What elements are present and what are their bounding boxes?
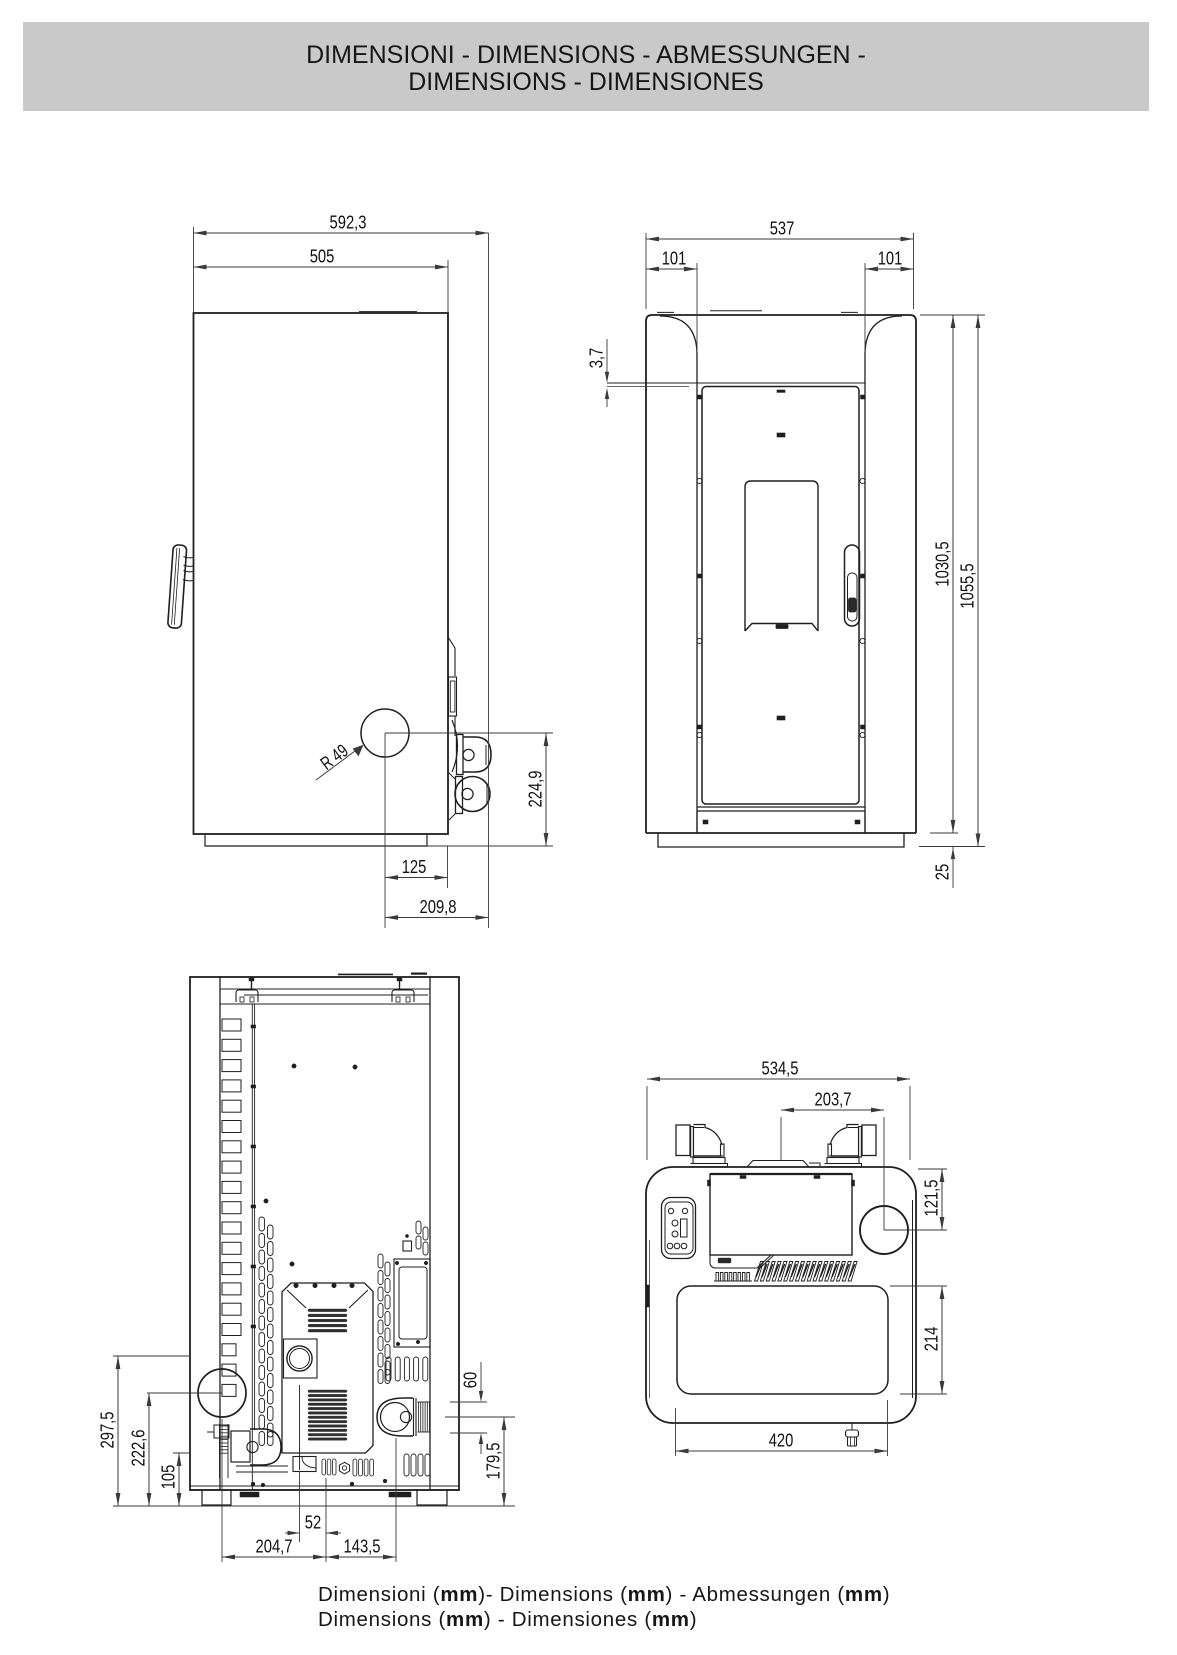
- svg-text:297,5: 297,5: [97, 1412, 118, 1449]
- svg-text:179,5: 179,5: [483, 1443, 504, 1480]
- svg-text:420: 420: [769, 1430, 794, 1451]
- svg-text:Dimensions (mm) - Dimensiones: Dimensions (mm) - Dimensiones (mm): [318, 1608, 697, 1631]
- svg-text:209,8: 209,8: [420, 896, 457, 917]
- svg-text:203,7: 203,7: [815, 1089, 852, 1110]
- svg-text:52: 52: [305, 1512, 321, 1533]
- svg-text:Dimensioni (mm)- Dimensions (m: Dimensioni (mm)- Dimensions (mm) - Abmes…: [318, 1583, 890, 1606]
- svg-text:214: 214: [921, 1327, 942, 1352]
- svg-text:537: 537: [770, 218, 795, 239]
- svg-text:224,9: 224,9: [525, 771, 546, 808]
- svg-text:204,7: 204,7: [256, 1536, 293, 1557]
- svg-text:1030,5: 1030,5: [932, 541, 953, 586]
- svg-text:105: 105: [158, 1465, 179, 1490]
- svg-text:DIMENSIONI - DIMENSIONS - ABME: DIMENSIONI - DIMENSIONS - ABMESSUNGEN -: [306, 41, 866, 69]
- svg-text:121,5: 121,5: [921, 1180, 942, 1217]
- svg-text:25: 25: [932, 864, 953, 880]
- svg-text:DIMENSIONS - DIMENSIONES: DIMENSIONS - DIMENSIONES: [408, 68, 764, 96]
- svg-text:505: 505: [310, 246, 335, 267]
- svg-text:101: 101: [662, 248, 687, 269]
- svg-text:101: 101: [878, 248, 903, 269]
- svg-text:125: 125: [402, 856, 427, 877]
- svg-text:60: 60: [460, 1372, 481, 1388]
- svg-text:534,5: 534,5: [762, 1058, 799, 1079]
- svg-text:222,6: 222,6: [128, 1430, 149, 1467]
- svg-text:592,3: 592,3: [330, 212, 367, 233]
- svg-text:1055,5: 1055,5: [957, 563, 978, 608]
- svg-text:143,5: 143,5: [344, 1536, 381, 1557]
- svg-text:3,7: 3,7: [586, 348, 607, 369]
